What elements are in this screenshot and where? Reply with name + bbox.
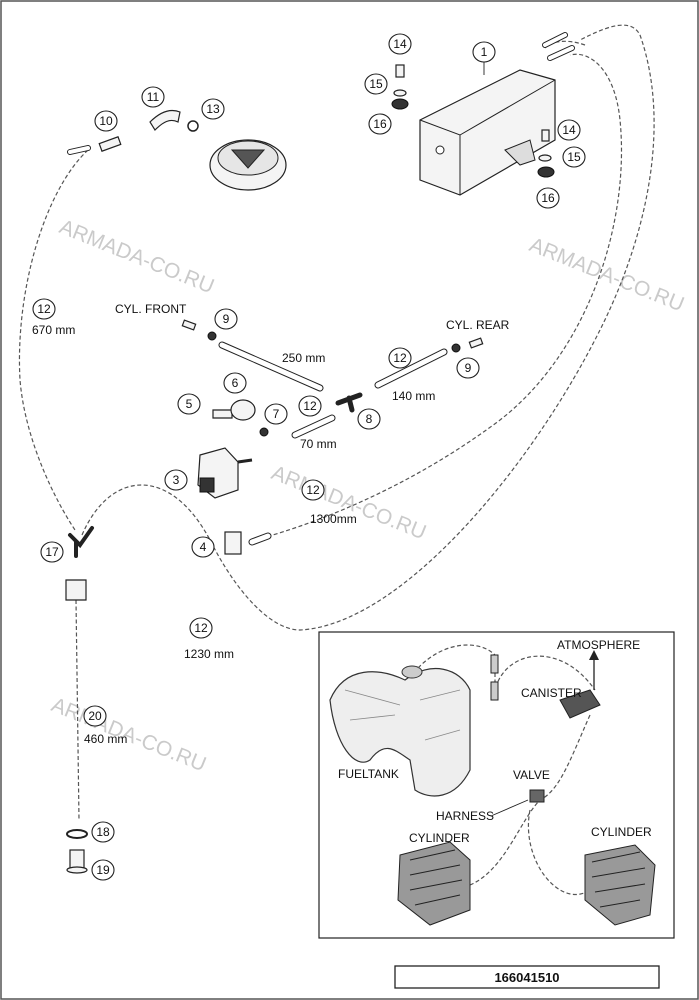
inset-label-valve: VALVE [513, 768, 550, 782]
callout-14-right: 14 [562, 123, 576, 137]
system-overview-inset: FUELTANK ATMOSPHERE CANISTER VALVE HARNE… [318, 631, 675, 939]
callout-12-140: 12 [393, 351, 407, 365]
callout-16-top: 16 [373, 117, 387, 131]
callout-10: 10 [99, 114, 113, 128]
callout-18: 18 [96, 825, 110, 839]
label-cyl-rear: CYL. REAR [446, 318, 510, 332]
inset-label-cylinder-left: CYLINDER [409, 831, 470, 845]
inset-cylinder-right-drawing [584, 844, 656, 926]
inset-label-harness: HARNESS [436, 809, 494, 823]
inset-canister-drawing [559, 689, 601, 719]
callout-12-1300: 12 [306, 483, 320, 497]
fuel-cap [209, 139, 287, 191]
callout-6: 6 [232, 376, 239, 390]
watermark-bottom-left: ARMADA-CO.RU [48, 693, 209, 776]
inset-label-canister: CANISTER [521, 686, 582, 700]
hose-1230mm [81, 24, 655, 631]
valve-assembly [197, 399, 269, 555]
hose-670mm [18, 149, 89, 531]
callout-17: 17 [45, 545, 59, 559]
callout-9-rear: 9 [465, 361, 472, 375]
callout-20: 20 [88, 709, 102, 723]
callout-12-70: 12 [303, 399, 317, 413]
lower-left-parts [66, 526, 94, 874]
inset-label-fueltank: FUELTANK [338, 767, 399, 781]
hose-460mm [75, 599, 80, 821]
callout-15-top: 15 [369, 77, 383, 91]
callouts: 1 14 15 16 14 15 16 10 11 13 12 9 12 9 6… [32, 33, 586, 881]
inset-label-cylinder-right: CYLINDER [591, 825, 652, 839]
callout-12-670: 12 [37, 302, 51, 316]
top-left-fittings [67, 109, 199, 155]
inset-cylinder-left-drawing [397, 841, 471, 926]
hose-1300mm [254, 53, 623, 541]
callout-12-1230: 12 [194, 621, 208, 635]
callout-19: 19 [96, 863, 110, 877]
callout-8: 8 [366, 412, 373, 426]
label-670mm: 670 mm [32, 323, 75, 337]
callout-3: 3 [173, 473, 180, 487]
watermark-center: ARMADA-CO.RU [268, 461, 429, 544]
central-tubes [65, 319, 484, 601]
callout-7: 7 [273, 407, 280, 421]
label-1230mm: 1230 mm [184, 647, 234, 661]
label-70mm: 70 mm [300, 437, 337, 451]
drawing-number-box: 166041510 [394, 965, 660, 989]
fueltank-drawing [329, 667, 471, 797]
drawing-number: 166041510 [494, 970, 559, 985]
callout-1: 1 [481, 45, 488, 59]
label-cyl-front: CYL. FRONT [115, 302, 187, 316]
callout-16-right: 16 [541, 191, 555, 205]
canister-mount-parts [391, 64, 555, 178]
callout-15-right: 15 [567, 150, 581, 164]
canister-part-1 [419, 32, 575, 196]
label-250mm: 250 mm [282, 351, 325, 365]
label-460mm: 460 mm [84, 732, 127, 746]
callout-14-top: 14 [393, 37, 407, 51]
text-labels: CYL. FRONT CYL. REAR 670 mm 250 mm 140 m… [32, 302, 510, 746]
callout-11: 11 [147, 90, 160, 104]
label-140mm: 140 mm [392, 389, 435, 403]
watermark-top-left: ARMADA-CO.RU [56, 215, 217, 298]
label-1300mm: 1300mm [310, 512, 357, 526]
callout-13: 13 [206, 102, 220, 116]
inset-label-atmosphere: ATMOSPHERE [557, 638, 640, 652]
callout-4: 4 [200, 540, 207, 554]
callout-9-front: 9 [223, 312, 230, 326]
callout-5: 5 [186, 397, 193, 411]
watermark-top-right: ARMADA-CO.RU [526, 233, 687, 316]
inset-valve-drawing [529, 789, 545, 803]
